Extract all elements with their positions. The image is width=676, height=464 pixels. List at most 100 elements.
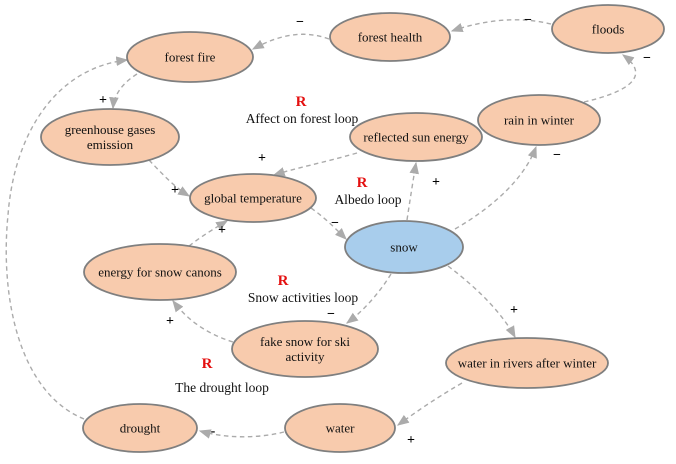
edge-line-reflected-to-global-temperature	[272, 152, 358, 177]
node-shape-floods[interactable]	[551, 4, 665, 54]
loop-label-snow-activities: Snow activities loop	[248, 290, 358, 305]
edge-snow-to-rain-in-winter: −	[454, 145, 561, 230]
edge-sign-energy-canons-to-global-temperature: +	[218, 223, 226, 238]
node-water[interactable]: water	[284, 403, 396, 453]
edge-snow-to-fake-snow: −	[327, 273, 392, 324]
node-label-water-in-rivers-after-winter: water in rivers after winter	[458, 356, 597, 371]
node-drought[interactable]: drought	[82, 403, 198, 453]
node-label-floods: floods	[592, 22, 625, 37]
edge-floods-to-forest-health: −	[450, 13, 552, 33]
node-shape-global-temperature[interactable]	[189, 173, 317, 223]
loop-marker-snow-activities: R	[278, 273, 289, 289]
node-global-temperature[interactable]: global temperature	[189, 173, 317, 223]
loop-marker-drought-loop: R	[202, 356, 213, 372]
node-label-forest-health: forest health	[358, 30, 423, 45]
edge-line-forest-health-to-forest-fire	[251, 33, 330, 50]
edge-sign-snow-to-reflected: +	[432, 175, 440, 190]
edge-sign-floods-to-forest-health: −	[524, 13, 532, 28]
edge-line-water-to-drought	[198, 429, 285, 439]
edge-line-floods-to-forest-health	[450, 19, 552, 33]
node-label-global-temperature: global temperature	[204, 191, 302, 206]
edge-line-snow-to-reflected	[406, 161, 419, 221]
edge-sign-greenhouse-to-global-temperature: +	[171, 183, 179, 198]
node-shape-water[interactable]	[284, 403, 396, 453]
edge-forest-health-to-forest-fire: −	[251, 15, 330, 50]
node-shape-forest-health[interactable]	[329, 12, 451, 62]
edge-sign-fake-snow-to-energy-canons: +	[166, 314, 174, 329]
edge-sign-water-in-rivers-to-water: +	[407, 433, 415, 448]
node-label-energy-for-snow-canons: energy for snow canons	[98, 265, 222, 280]
loop-label-drought-loop: The drought loop	[175, 380, 269, 395]
node-forest-fire[interactable]: forest fire	[126, 31, 254, 83]
edge-sign-forest-fire-to-greenhouse: +	[99, 93, 107, 108]
node-shape-forest-fire[interactable]	[126, 31, 254, 83]
edge-forest-fire-to-greenhouse: +	[99, 73, 138, 110]
edge-drought-to-forest-fire	[5, 56, 129, 420]
node-shape-fake-snow-for-ski-activity[interactable]	[231, 320, 379, 378]
edge-line-fake-snow-to-energy-canons	[172, 299, 234, 343]
loop-label-affect-on-forest: Affect on forest loop	[246, 111, 359, 126]
edge-energy-canons-to-global-temperature: +	[188, 220, 229, 247]
edge-water-to-drought: -	[198, 424, 285, 439]
edge-water-in-rivers-to-water: +	[396, 382, 463, 448]
edge-fake-snow-to-energy-canons: +	[166, 299, 234, 343]
edge-line-snow-to-water-in-rivers	[447, 265, 516, 339]
edge-sign-rain-in-winter-to-floods: −	[643, 51, 651, 66]
node-label-drought: drought	[120, 421, 161, 436]
edge-snow-to-reflected: +	[406, 161, 440, 221]
edge-line-snow-to-rain-in-winter	[454, 145, 537, 230]
node-rain-in-winter[interactable]: rain in winter	[477, 94, 601, 146]
edge-line-greenhouse-to-global-temperature	[148, 159, 191, 197]
edge-line-drought-to-forest-fire	[5, 56, 129, 420]
node-label-snow: snow	[390, 240, 418, 255]
node-water-in-rivers-after-winter[interactable]: water in rivers after winter	[445, 337, 609, 389]
node-floods[interactable]: floods	[551, 4, 665, 54]
node-label-reflected-sun-energy: reflected sun energy	[363, 130, 469, 145]
edge-line-energy-canons-to-global-temperature	[188, 220, 229, 247]
edge-sign-snow-to-rain-in-winter: −	[553, 148, 561, 163]
node-shape-greenhouse-gases-emission[interactable]	[40, 108, 180, 166]
node-energy-for-snow-canons[interactable]: energy for snow canons	[83, 243, 237, 301]
edge-line-global-temperature-to-snow	[310, 207, 347, 240]
edge-sign-reflected-to-global-temperature: +	[258, 151, 266, 166]
edge-greenhouse-to-global-temperature: +	[148, 159, 191, 198]
edge-line-forest-fire-to-greenhouse	[109, 73, 138, 110]
edge-global-temperature-to-snow: −	[310, 207, 347, 240]
node-shape-rain-in-winter[interactable]	[477, 94, 601, 146]
node-label-greenhouse-gases-emission: emission	[87, 137, 134, 152]
node-snow[interactable]: snow	[344, 220, 464, 274]
edge-line-rain-in-winter-to-floods	[583, 54, 637, 103]
loop-drought-loop: R The drought loop	[175, 356, 269, 395]
edge-sign-snow-to-fake-snow: −	[327, 307, 335, 322]
node-label-fake-snow-for-ski-activity: activity	[286, 349, 325, 364]
node-label-water: water	[326, 421, 356, 436]
node-shape-water-in-rivers-after-winter[interactable]	[445, 337, 609, 389]
node-label-greenhouse-gases-emission: greenhouse gases	[65, 122, 156, 137]
node-shape-reflected-sun-energy[interactable]	[349, 112, 483, 162]
edge-snow-to-water-in-rivers: +	[447, 265, 518, 339]
edge-line-snow-to-fake-snow	[345, 273, 392, 324]
node-label-rain-in-winter: rain in winter	[504, 113, 575, 128]
node-shape-drought[interactable]	[82, 403, 198, 453]
loop-marker-albedo: R	[357, 175, 368, 191]
edge-sign-global-temperature-to-snow: −	[331, 216, 339, 231]
edge-reflected-to-global-temperature: +	[258, 151, 358, 177]
edge-sign-forest-health-to-forest-fire: −	[296, 15, 304, 30]
loop-label-albedo: Albedo loop	[334, 192, 401, 207]
edge-line-water-in-rivers-to-water	[396, 382, 463, 426]
node-label-forest-fire: forest fire	[165, 50, 216, 65]
node-forest-health[interactable]: forest health	[329, 12, 451, 62]
node-shape-energy-for-snow-canons[interactable]	[83, 243, 237, 301]
node-shape-snow[interactable]	[344, 220, 464, 274]
loop-marker-affect-on-forest: R	[296, 94, 307, 110]
edge-rain-in-winter-to-floods: −	[583, 51, 651, 103]
node-reflected-sun-energy[interactable]: reflected sun energy	[349, 112, 483, 162]
node-label-fake-snow-for-ski-activity: fake snow for ski	[260, 334, 350, 349]
edge-sign-snow-to-water-in-rivers: +	[510, 303, 518, 318]
